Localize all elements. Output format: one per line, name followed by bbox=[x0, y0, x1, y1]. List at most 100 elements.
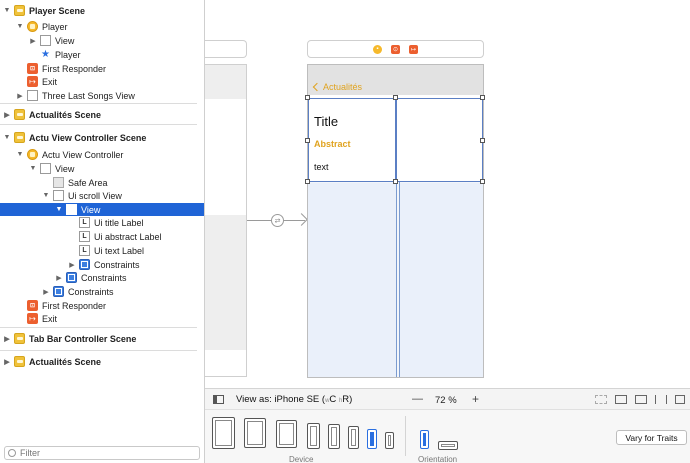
device-iphone-4s-icon[interactable] bbox=[385, 432, 394, 449]
disclosure-closed-icon[interactable]: ▶ bbox=[56, 274, 62, 282]
back-button[interactable]: Actualités bbox=[312, 82, 362, 92]
outline-item[interactable]: ▼ Player Scene bbox=[0, 4, 204, 17]
outline-item[interactable]: ▼Ui scroll View bbox=[0, 189, 204, 202]
view-controller-icon bbox=[27, 21, 38, 32]
scroll-view[interactable]: Title Abstract text bbox=[305, 95, 485, 377]
disclosure-closed-icon[interactable]: ▶ bbox=[4, 358, 10, 366]
outline-item[interactable]: ↦Exit bbox=[0, 312, 204, 325]
canvas-toolbar: View as: iPhone SE (wC hR) — 72 % + bbox=[205, 388, 690, 410]
embed-in-stack-icon[interactable] bbox=[615, 395, 627, 404]
previous-scene-dock[interactable] bbox=[205, 40, 247, 58]
segue-icon[interactable]: ⇄ bbox=[271, 214, 284, 227]
orientation-landscape-icon[interactable] bbox=[438, 441, 458, 450]
outline-item[interactable]: ▶Actualités Scene bbox=[0, 355, 204, 368]
outline-filter[interactable] bbox=[4, 446, 200, 460]
outline-item-label: Player Scene bbox=[29, 5, 86, 16]
constraints-icon bbox=[66, 272, 77, 283]
toggle-outline-icon[interactable] bbox=[213, 395, 224, 404]
outline-item[interactable]: ▼ Player bbox=[0, 20, 204, 33]
view-controller-icon[interactable]: ▪ bbox=[373, 44, 382, 54]
first-responder-icon[interactable]: ⊙ bbox=[391, 44, 400, 54]
outline-item-label: Ui title Label bbox=[94, 217, 144, 228]
device-iphone-plus-icon[interactable] bbox=[307, 423, 320, 449]
outline-item[interactable]: ▼Actu View Controller bbox=[0, 148, 204, 161]
outline-item[interactable]: ▶Tab Bar Controller Scene bbox=[0, 332, 204, 345]
outline-item[interactable]: ▶Actualités Scene bbox=[0, 108, 204, 121]
previous-scene-view[interactable] bbox=[205, 64, 247, 377]
vary-for-traits-button[interactable]: Vary for Traits bbox=[616, 430, 687, 445]
disclosure-spacer bbox=[16, 64, 24, 74]
outline-item-label: Ui abstract Label bbox=[94, 231, 162, 242]
orientation-portrait-icon[interactable] bbox=[420, 430, 429, 449]
resize-handle[interactable] bbox=[393, 95, 398, 100]
outline-item[interactable]: Safe Area bbox=[0, 176, 204, 189]
disclosure-closed-icon[interactable]: ▶ bbox=[4, 335, 10, 343]
disclosure-spacer bbox=[29, 50, 37, 60]
text-label[interactable]: text bbox=[314, 162, 329, 172]
outline-item[interactable]: ▶Three Last Songs View bbox=[0, 89, 204, 102]
disclosure-closed-icon[interactable]: ▶ bbox=[43, 288, 49, 296]
disclosure-closed-icon[interactable]: ▶ bbox=[17, 92, 23, 100]
update-frames-icon[interactable] bbox=[595, 395, 607, 404]
disclosure-closed-icon[interactable]: ▶ bbox=[30, 37, 36, 45]
outline-item[interactable]: ↦Exit bbox=[0, 75, 204, 88]
outline-item[interactable]: ▶Constraints bbox=[0, 271, 204, 284]
disclosure-open-icon[interactable]: ▼ bbox=[55, 206, 63, 213]
outline-item[interactable]: ▼View bbox=[0, 203, 204, 216]
exit-icon[interactable]: ↦ bbox=[409, 44, 418, 54]
size-class-r: R) bbox=[342, 394, 353, 405]
resize-handle[interactable] bbox=[305, 179, 310, 184]
disclosure-open-icon[interactable]: ▼ bbox=[16, 151, 24, 158]
storyboard-canvas[interactable]: ⇄ ▪ ⊙ ↦ Actualités Title Abstract text bbox=[205, 0, 690, 388]
resize-handle[interactable] bbox=[393, 179, 398, 184]
disclosure-open-icon[interactable]: ▼ bbox=[16, 23, 24, 30]
outline-item[interactable]: ▼View bbox=[0, 162, 204, 175]
scene-dock[interactable]: ▪ ⊙ ↦ bbox=[307, 40, 484, 58]
outline-item-label: Player bbox=[42, 21, 68, 32]
selected-content-view[interactable]: Title Abstract text bbox=[308, 98, 396, 182]
navigation-bar[interactable]: Actualités bbox=[308, 65, 483, 95]
device-ipad-pro-10-icon[interactable] bbox=[244, 418, 266, 448]
align-icon[interactable] bbox=[635, 395, 647, 404]
resize-handle[interactable] bbox=[480, 138, 485, 143]
disclosure-spacer bbox=[68, 218, 76, 228]
outline-item[interactable]: ▶Constraints bbox=[0, 258, 204, 271]
resolve-issues-icon[interactable] bbox=[675, 395, 685, 404]
resize-handle[interactable] bbox=[305, 95, 310, 100]
outline-item[interactable]: ★Player bbox=[0, 48, 204, 61]
outline-item[interactable]: ▼Actu View Controller Scene bbox=[0, 131, 204, 144]
add-constraints-icon[interactable] bbox=[655, 395, 667, 404]
content-view-edge bbox=[396, 98, 397, 377]
disclosure-open-icon[interactable]: ▼ bbox=[3, 134, 11, 141]
disclosure-open-icon[interactable]: ▼ bbox=[29, 165, 37, 172]
device-iphone-se-icon[interactable] bbox=[367, 429, 377, 449]
disclosure-closed-icon[interactable]: ▶ bbox=[69, 261, 75, 269]
device-ipad-pro-12-icon[interactable] bbox=[212, 417, 235, 449]
title-label[interactable]: Title bbox=[314, 114, 339, 129]
outline-item[interactable]: ▶Constraints bbox=[0, 285, 204, 298]
disclosure-open-icon[interactable]: ▼ bbox=[42, 192, 50, 199]
view-icon bbox=[53, 190, 64, 201]
abstract-label[interactable]: Abstract bbox=[314, 139, 351, 149]
disclosure-open-icon[interactable]: ▼ bbox=[3, 7, 11, 14]
device-ipad-icon[interactable] bbox=[276, 420, 297, 448]
filter-input[interactable] bbox=[20, 448, 190, 458]
resize-handle[interactable] bbox=[480, 179, 485, 184]
outline-item[interactable]: ⊡First Responder bbox=[0, 299, 204, 312]
device-iphone-8-icon[interactable] bbox=[348, 426, 359, 449]
outline-item-label: Exit bbox=[42, 313, 58, 324]
resize-handle[interactable] bbox=[305, 138, 310, 143]
outline-item[interactable]: ⊡First Responder bbox=[0, 62, 204, 75]
zoom-out-button[interactable]: — bbox=[412, 393, 423, 405]
iphone-scene-frame[interactable]: Actualités Title Abstract text bbox=[305, 64, 485, 378]
disclosure-closed-icon[interactable]: ▶ bbox=[4, 111, 10, 119]
device-iphone-x-icon[interactable] bbox=[328, 424, 340, 449]
zoom-in-button[interactable]: + bbox=[472, 392, 480, 406]
resize-handle[interactable] bbox=[480, 95, 485, 100]
outline-item[interactable]: ▶View bbox=[0, 34, 204, 47]
view-as-label[interactable]: View as: iPhone SE (wC hR) bbox=[236, 394, 352, 405]
content-view-right[interactable] bbox=[396, 98, 483, 182]
